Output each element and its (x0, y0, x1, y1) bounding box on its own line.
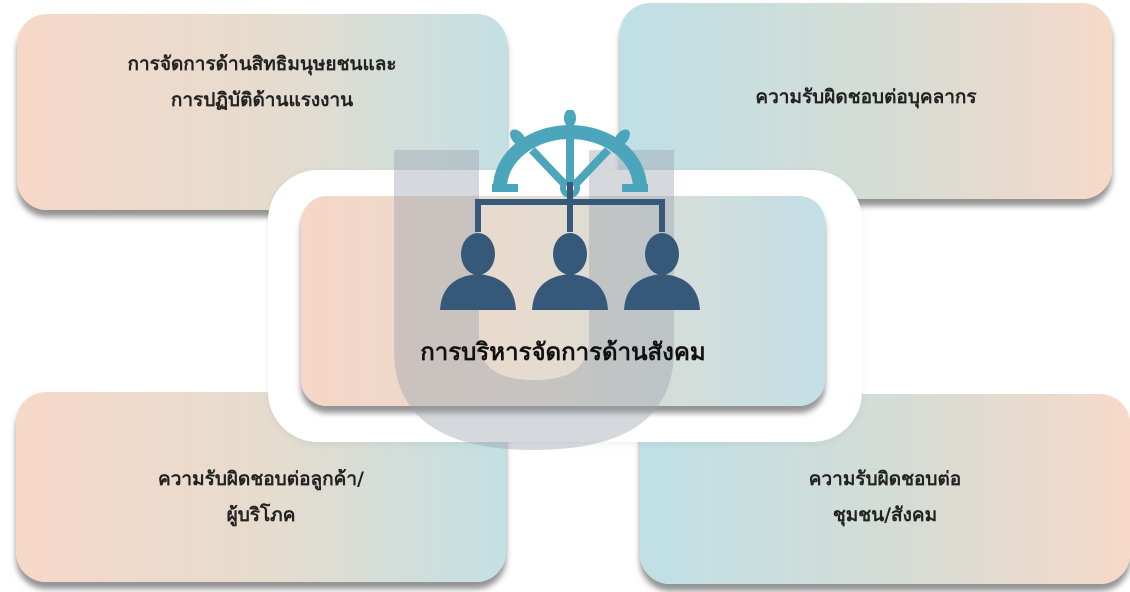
card-label-line: ความรับผิดชอบต่อ (808, 468, 962, 490)
card-label-line: การจัดการด้านสิทธิมนุษยชนและ (127, 53, 397, 75)
card-label-line: ความรับผิดชอบต่อบุคลากร (755, 86, 977, 108)
card-employee-responsibility: ความรับผิดชอบต่อบุคลากร (620, 3, 1112, 199)
ship-wheel-icon (492, 110, 648, 198)
card-human-rights-labour: การจัดการด้านสิทธิมนุษยชนและ การปฏิบัติด… (17, 14, 507, 210)
center-title: การบริหารจัดการด้านสังคม (420, 338, 706, 366)
card-label-line: ผู้บริโภค (226, 504, 296, 526)
card-label-line: การปฏิบัติด้านแรงงาน (170, 89, 354, 111)
card-label-line: ความรับผิดชอบต่อลูกค้า/ (158, 468, 364, 490)
people-hierarchy-icon (440, 182, 700, 310)
card-label-line: ชุมชน/สังคม (832, 504, 938, 526)
